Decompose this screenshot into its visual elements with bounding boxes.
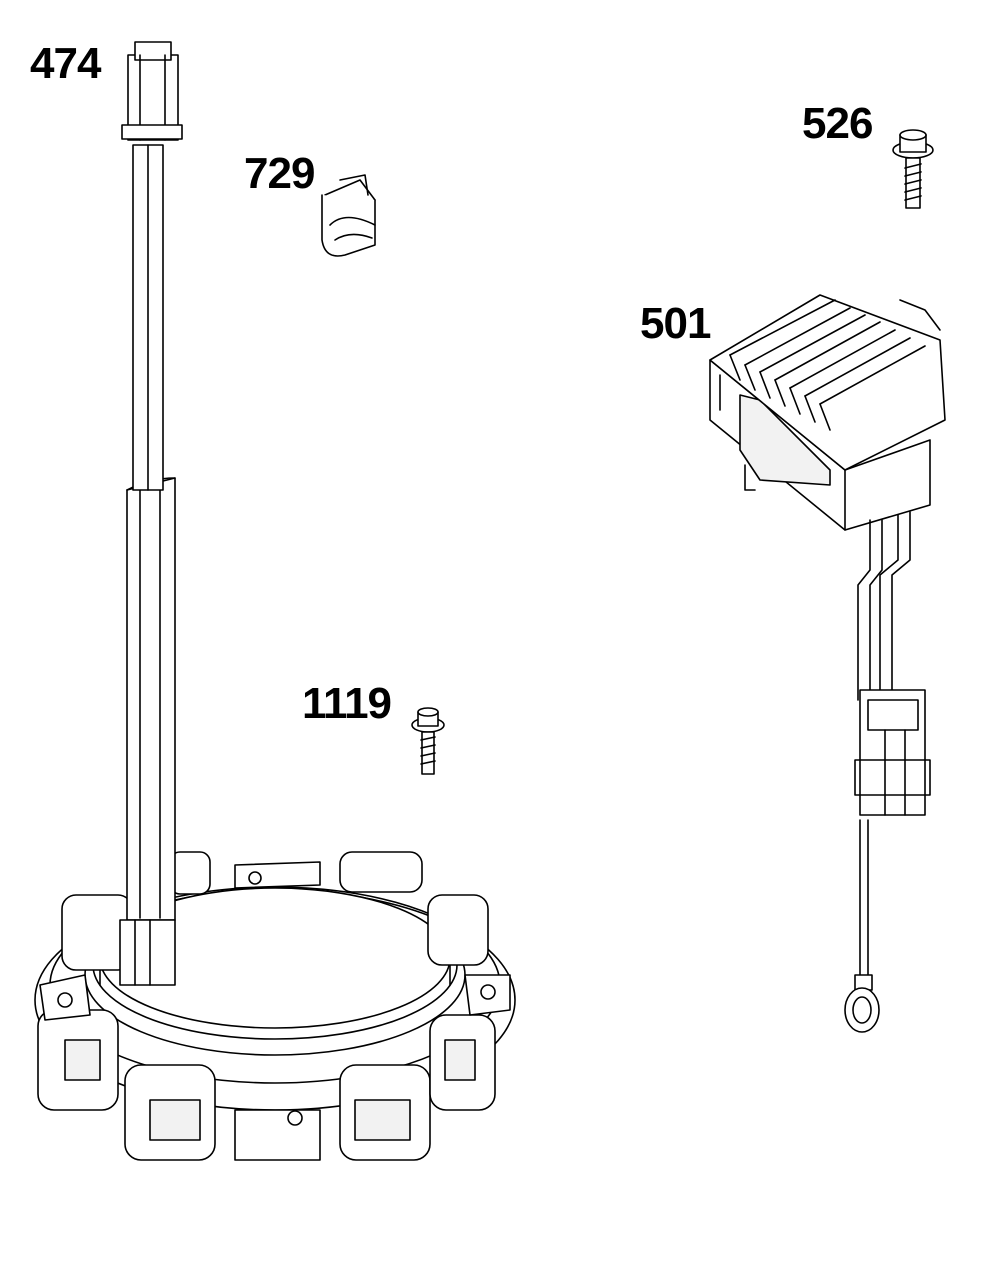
heat-sink-fins [710,295,945,470]
part-number-729: 729 [244,149,315,198]
part-number-474: 474 [30,39,101,88]
stator-mounting-tabs [40,862,510,1160]
stator-assembly [35,42,515,1160]
wire-clip [322,175,375,256]
stator-coils [38,852,495,1160]
stator-screw [412,708,444,774]
stator-lead-wire [120,145,175,985]
stator-connector [122,42,182,140]
regulator-screw [893,130,933,208]
ring-terminal [845,975,879,1032]
part-number-501: 501 [640,299,711,348]
part-number-526: 526 [802,99,873,148]
part-number-1119: 1119 [302,679,392,728]
regulator-rectifier [710,295,945,1032]
regulator-lead-wires [858,512,910,975]
regulator-connector [855,690,930,815]
